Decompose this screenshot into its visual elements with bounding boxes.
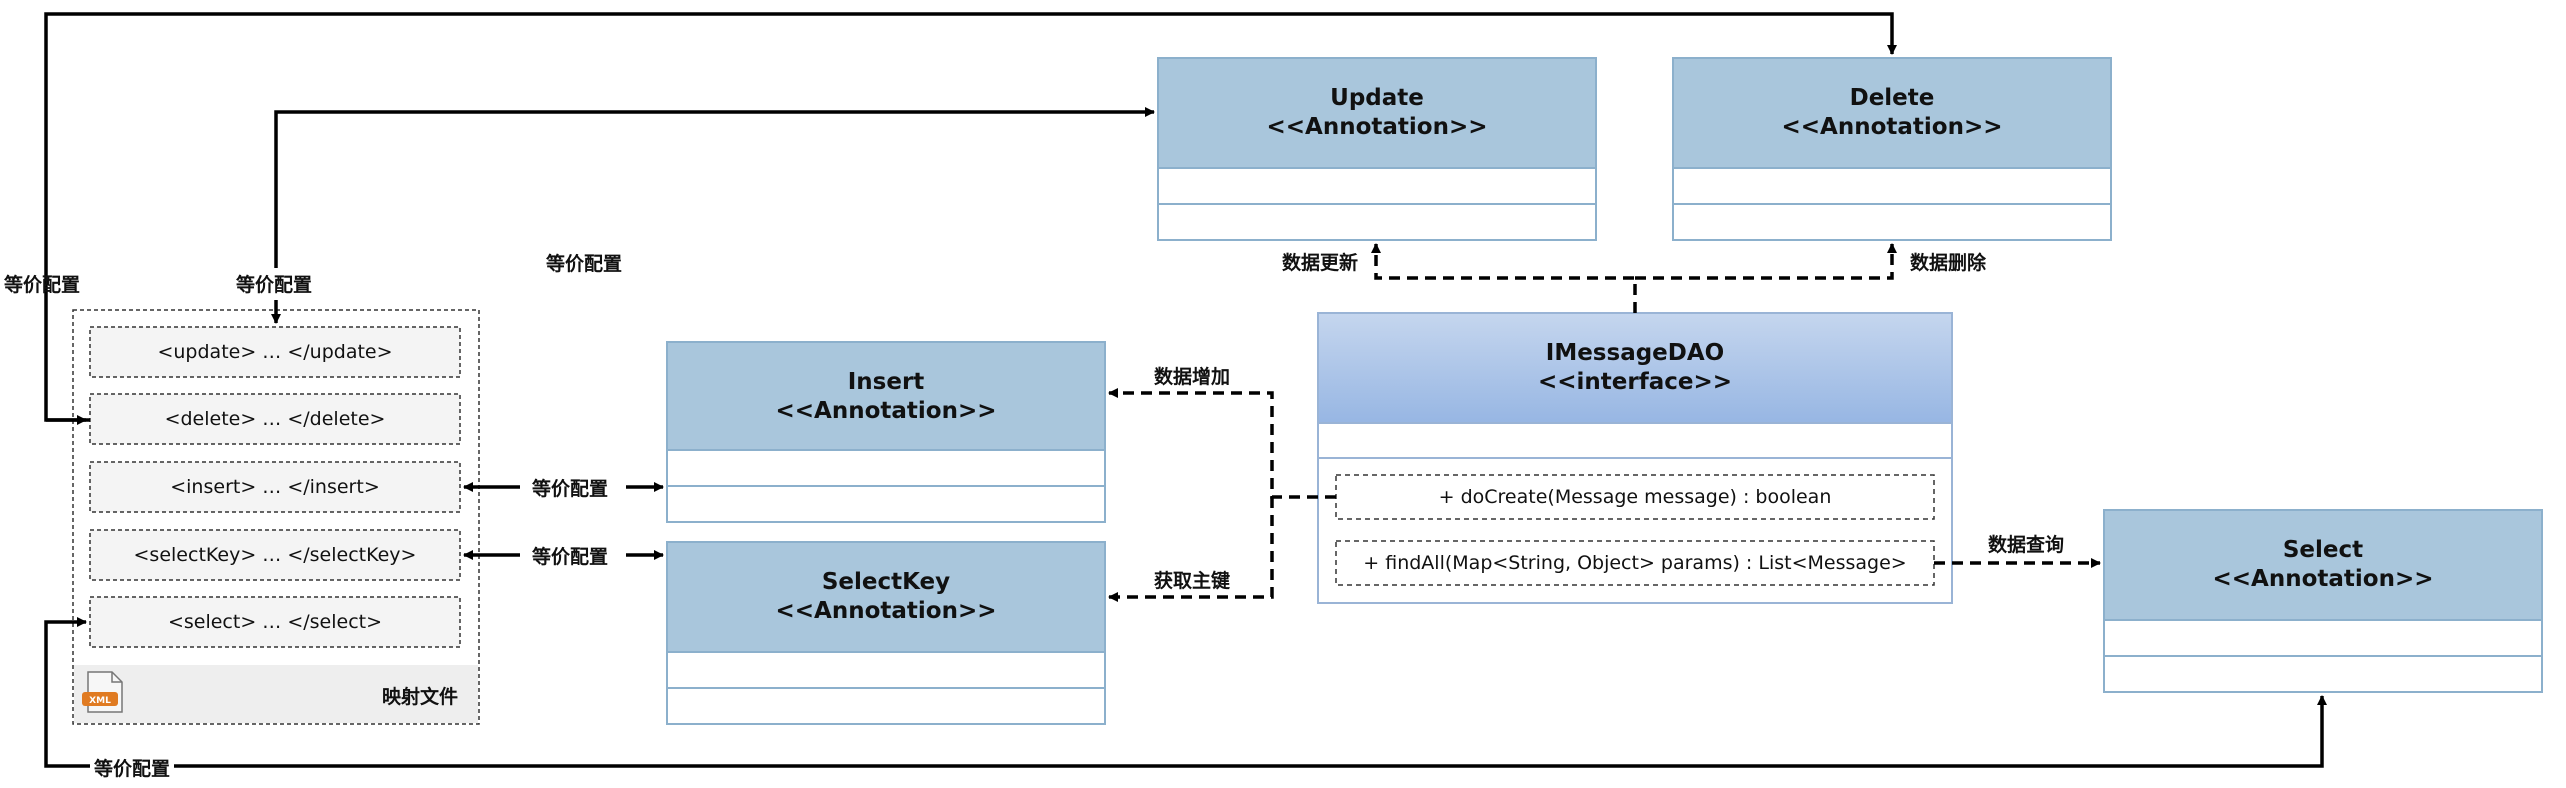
- svg-text:XML: XML: [89, 696, 111, 706]
- update-class-stereotype: <<Annotation>>: [1266, 114, 1488, 140]
- label-equiv-insert: 等价配置: [532, 478, 609, 500]
- mapping-tag-select: <select> … </select>: [167, 611, 383, 633]
- dashed-data-update: [1371, 243, 1637, 313]
- imessagedao-interface-box: [1317, 312, 1953, 604]
- label-equiv-left: 等价配置: [4, 274, 81, 296]
- label-equiv-update: 等价配置: [236, 274, 313, 296]
- imessagedao-stereotype: <<interface>>: [1537, 369, 1733, 395]
- dashed-get-key: [1108, 497, 1274, 602]
- insert-class-stereotype: <<Annotation>>: [775, 398, 997, 424]
- dashed-data-delete: [1635, 243, 1897, 280]
- insert-class-name: Insert: [847, 369, 925, 395]
- label-equiv-bottom: 等价配置: [90, 754, 175, 781]
- label-equiv-selectkey: 等价配置: [532, 546, 609, 568]
- update-class-name: Update: [1330, 85, 1424, 111]
- selectkey-class-name: SelectKey: [821, 569, 951, 595]
- mapping-file-label: 映射文件: [382, 686, 459, 708]
- insert-class-box: [666, 341, 1106, 523]
- delete-class-title: Delete <<Annotation>>: [1673, 84, 2111, 142]
- mapping-file-container: [72, 309, 480, 725]
- update-class-title: Update <<Annotation>>: [1158, 84, 1596, 142]
- dashed-data-add: [1108, 388, 1336, 499]
- selectkey-class-stereotype: <<Annotation>>: [775, 598, 997, 624]
- update-class-box: [1157, 57, 1597, 241]
- selectkey-class-title: SelectKey <<Annotation>>: [667, 568, 1105, 626]
- label-data-delete: 数据删除: [1910, 252, 1987, 274]
- mapping-tag-insert: <insert> … </insert>: [170, 476, 380, 498]
- delete-class-box: [1672, 57, 2112, 241]
- label-data-update: 数据更新: [1282, 252, 1359, 274]
- imessagedao-name: IMessageDAO: [1545, 340, 1725, 366]
- label-data-query: 数据查询: [1988, 534, 2065, 556]
- xml-file-icon: XML: [82, 671, 123, 713]
- delete-class-stereotype: <<Annotation>>: [1781, 114, 2003, 140]
- delete-class-name: Delete: [1849, 85, 1935, 111]
- connector-select-mapping: [180, 695, 2327, 768]
- selectkey-class-box: [666, 541, 1106, 725]
- select-class-title: Select <<Annotation>>: [2104, 536, 2542, 594]
- connector-update-mapping: [274, 107, 1155, 268]
- mapping-tag-update: <update> … </update>: [157, 341, 393, 363]
- insert-class-title: Insert <<Annotation>>: [667, 368, 1105, 426]
- method-findall: + findAll(Map<String, Object> params) : …: [1363, 552, 1907, 574]
- imessagedao-title: IMessageDAO <<interface>>: [1318, 339, 1952, 397]
- label-equiv-top: 等价配置: [546, 253, 623, 275]
- method-docreate: + doCreate(Message message) : boolean: [1438, 486, 1832, 508]
- select-class-box: [2103, 509, 2543, 693]
- select-class-name: Select: [2282, 537, 2364, 563]
- label-data-add: 数据增加: [1154, 366, 1231, 388]
- label-get-key: 获取主键: [1154, 570, 1231, 592]
- mapping-tag-delete: <delete> … </delete>: [164, 408, 386, 430]
- select-class-stereotype: <<Annotation>>: [2212, 566, 2434, 592]
- mapping-tag-selectkey: <selectKey> … </selectKey>: [133, 544, 417, 566]
